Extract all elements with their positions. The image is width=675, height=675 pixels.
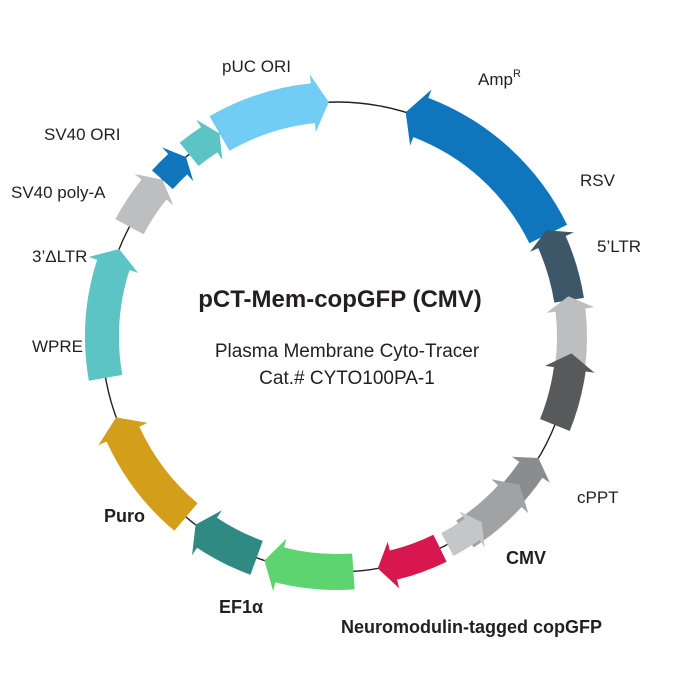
feature-arrow-ampr	[405, 89, 568, 244]
label-ef1a: EF1α	[219, 597, 263, 617]
feature-arrow-ltr3	[115, 173, 174, 235]
feature-arrow-puro	[98, 417, 198, 531]
catalog-number: Cat.# CYTO100PA-1	[259, 368, 435, 389]
feature-arrow-cmv	[377, 534, 447, 589]
feature-arrow-dark	[540, 353, 595, 432]
feature-arrow-gfp	[264, 538, 355, 592]
feature-arrow-rsv	[530, 230, 584, 303]
label-wpre: WPRE	[32, 337, 83, 356]
label-puro: Puro	[104, 506, 145, 526]
label-cppt: cPPT	[577, 488, 619, 507]
feature-arrow-puc	[209, 74, 329, 151]
label-cmv: CMV	[506, 548, 546, 568]
plasmid-description: Plasma Membrane Cyto-Tracer	[215, 341, 480, 362]
label-rsv: RSV	[580, 171, 616, 190]
label-3ltr: 3’ΔLTR	[32, 247, 87, 266]
feature-arrow-cppt	[441, 511, 485, 556]
label-puc: pUC ORI	[222, 57, 291, 76]
feature-arrow-sv40pa	[151, 147, 194, 190]
label-sv40pa: SV40 poly-A	[11, 183, 106, 202]
label-gfp: Neuromodulin-tagged copGFP	[341, 617, 602, 637]
feature-arrow-ef1a	[192, 510, 263, 575]
label-sv40ori: SV40 ORI	[44, 125, 121, 144]
feature-arrow-wpre	[85, 248, 139, 381]
feature-arrow-ltr5	[546, 296, 595, 368]
feature-arrows	[85, 74, 595, 592]
feature-arrow-sv40ori	[179, 119, 223, 167]
label-ampr: AmpR	[478, 68, 521, 89]
label-5ltr: 5’LTR	[597, 237, 641, 256]
plasmid-name: pCT-Mem-copGFP (CMV)	[198, 286, 482, 313]
